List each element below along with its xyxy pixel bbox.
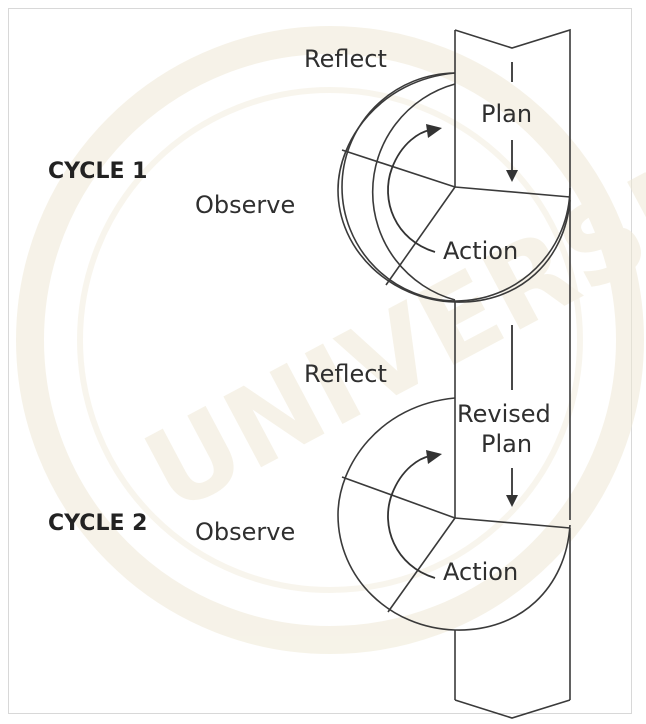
cycle-1-rotation-arrow <box>387 129 436 253</box>
cycle-1-inner-arc <box>371 83 456 301</box>
cycle-1-outer-curve <box>337 72 571 303</box>
cycle-2-reflect-label: Reflect <box>304 360 387 388</box>
cycle-1-plan-band <box>454 28 571 300</box>
cycle-2: Reflect Revised Plan CYCLE 2 Observe Act… <box>48 325 571 719</box>
cycle-1-plan-arrowhead <box>506 170 518 182</box>
cycle-1-action-label: Action <box>443 237 518 265</box>
cycle-2-plan-arrowhead <box>506 495 518 507</box>
cycle-1-plan-action-divider <box>454 186 571 198</box>
cycle-2-observe-action-divider <box>387 517 456 613</box>
cycle-1-outer-arc <box>341 72 571 302</box>
cycle-2-rotation-arrow <box>387 455 436 579</box>
cycle-2-rotation-arrowhead <box>426 450 442 464</box>
cycle-2-outer-curve <box>337 397 571 631</box>
cycle-2-plan-action-divider <box>454 517 571 529</box>
cycle-1-rotation-arrowhead <box>426 124 442 138</box>
cycle-1-observe-action-divider <box>385 186 456 286</box>
cycle-2-label: CYCLE 2 <box>48 511 147 536</box>
cycle-1-label: CYCLE 1 <box>48 159 147 184</box>
cycle-2-observe-label: Observe <box>195 518 295 546</box>
cycle-2-action-label: Action <box>443 558 518 586</box>
cycle-2-plan-label-line1: Revised <box>457 400 551 428</box>
cycle-1: Reflect Plan CYCLE 1 Observe Action <box>48 28 571 303</box>
cycle-1-reflect-label: Reflect <box>304 45 387 73</box>
cycle-1-reflect-observe-divider <box>341 149 456 188</box>
cycle-1-observe-label: Observe <box>195 191 295 219</box>
cycle-1-plan-label: Plan <box>481 100 532 128</box>
cycle-2-band-chevron <box>454 699 571 719</box>
cycle-2-plan-label-line2: Plan <box>481 430 532 458</box>
cycle-2-reflect-observe-divider <box>341 476 456 519</box>
